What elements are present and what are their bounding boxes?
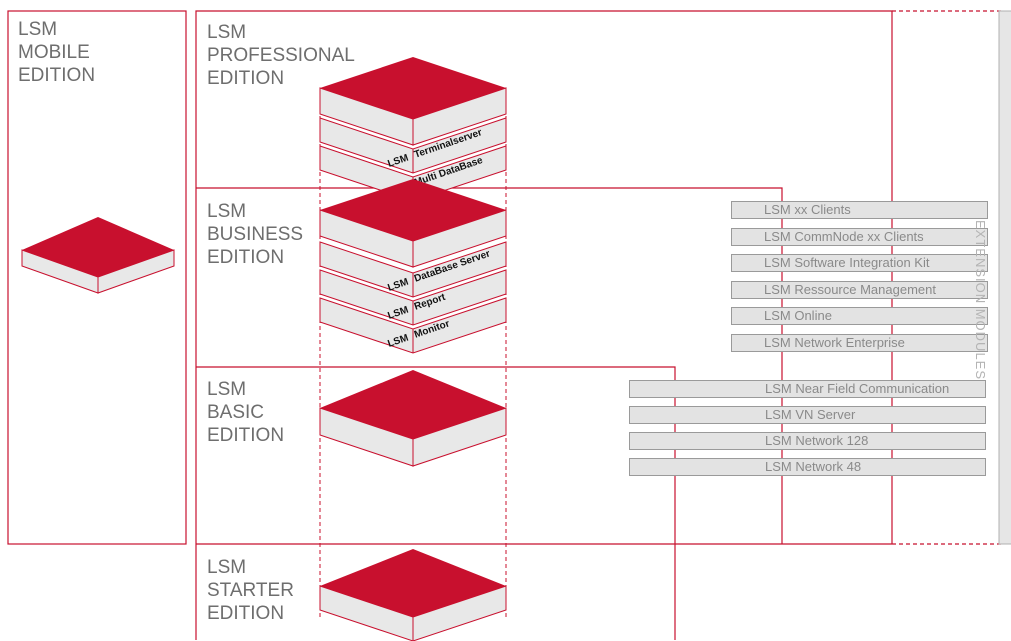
mobile-edition-label: LSM MOBILE EDITION: [18, 18, 95, 87]
starter-edition-label: LSM STARTER EDITION: [207, 556, 294, 625]
professional-edition-frame: [195, 10, 893, 640]
basic-edition-label-line-2: BASIC: [207, 402, 265, 423]
business-edition-box: [319, 179, 507, 268]
starter-edition-box: [319, 549, 507, 641]
starter-edition-label-line-2: STARTER: [207, 580, 294, 601]
mobile-edition-label-line-1: LSM: [18, 19, 58, 40]
professional-edition-label-line-1: LSM: [207, 22, 247, 43]
module-lsm-software-integration-kit: LSM Software Integration Kit: [731, 254, 988, 272]
basic-edition-box: [319, 370, 507, 467]
module-lsm-network-enterprise: LSM Network Enterprise: [731, 334, 988, 352]
professional-edition-label-line-3: EDITION: [207, 68, 285, 89]
business-edition-label-line-2: BUSINESS: [207, 224, 304, 245]
module-lsm-vn-server: LSM VN Server: [629, 406, 986, 424]
module-lsm-commnode-xx-clients: LSM CommNode xx Clients: [731, 228, 988, 246]
extension-modules-label: EXTENSION MODULES: [973, 219, 988, 381]
module-lsm-near-field-communication: LSM Near Field Communication: [629, 380, 986, 398]
module-lsm-ressource-management: LSM Ressource Management: [731, 281, 988, 299]
extension-modules-bar: [998, 10, 1011, 545]
starter-edition-label-line-3: EDITION: [207, 603, 285, 624]
basic-edition-label: LSM BASIC EDITION: [207, 378, 284, 447]
business-edition-label-line-1: LSM: [207, 201, 247, 222]
starter-edition-label-line-1: LSM: [207, 557, 247, 578]
mobile-edition-frame: [7, 10, 187, 545]
layer-monitor: LSM Monitor: [319, 297, 507, 354]
business-edition-label: LSM BUSINESS EDITION: [207, 200, 303, 269]
professional-edition-box: [319, 57, 507, 146]
mobile-edition-label-line-2: MOBILE: [18, 42, 90, 63]
mobile-edition-label-line-3: EDITION: [18, 65, 96, 86]
module-lsm-online: LSM Online: [731, 307, 988, 325]
mobile-edition-box: [21, 217, 175, 294]
module-lsm-network-48: LSM Network 48: [629, 458, 986, 476]
module-lsm-network-128: LSM Network 128: [629, 432, 986, 450]
basic-edition-frame: [196, 366, 676, 640]
module-lsm-xx-clients: LSM xx Clients: [731, 201, 988, 219]
basic-edition-label-line-3: EDITION: [207, 425, 285, 446]
professional-edition-label: LSM PROFESSIONAL EDITION: [207, 21, 355, 90]
business-edition-label-line-3: EDITION: [207, 247, 285, 268]
basic-edition-label-line-1: LSM: [207, 379, 247, 400]
professional-edition-label-line-2: PROFESSIONAL: [207, 45, 355, 66]
